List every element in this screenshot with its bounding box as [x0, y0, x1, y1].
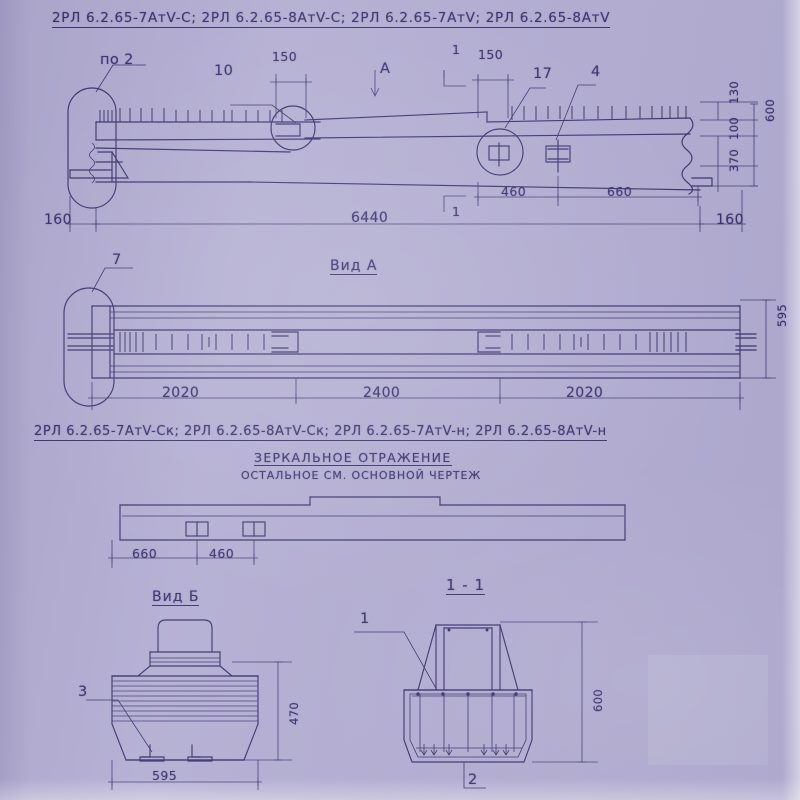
dim-600-section: 600 [591, 688, 605, 712]
dim-2020-right: 2020 [566, 385, 604, 401]
view-b-title: Вид Б [152, 589, 200, 606]
dim-2400: 2400 [363, 385, 401, 401]
callout-4: 4 [591, 64, 601, 80]
dim-160-right: 160 [716, 212, 744, 228]
scan-light-patch [648, 655, 768, 765]
view-a-geometry [63, 267, 776, 410]
dim-mirror-660: 660 [132, 546, 158, 561]
dim-2020-left: 2020 [162, 385, 200, 401]
callout-17: 17 [533, 66, 553, 82]
callout-2-section: 2 [468, 772, 478, 788]
dim-150-left: 150 [272, 49, 298, 64]
section-1-1-geometry [354, 621, 598, 789]
dim-595-plan: 595 [775, 303, 789, 327]
mirror-note-subcaption: ОСТАЛЬНОЕ СМ. ОСНОВНОЙ ЧЕРТЕЖ [241, 469, 482, 482]
section-mark-1-top: 1 [452, 42, 461, 57]
dim-130: 130 [727, 80, 741, 104]
dim-160-left: 160 [44, 212, 72, 228]
dim-150-right: 150 [478, 47, 504, 62]
callout-1-section: 1 [360, 611, 370, 627]
title-top: 2РЛ 6.2.65-7АтV-С; 2РЛ 6.2.65-8АтV-С; 2Р… [52, 10, 611, 28]
callout-10: 10 [214, 63, 234, 79]
section-mark-1-bottom: 1 [452, 204, 461, 219]
dim-470: 470 [287, 701, 301, 725]
section-mark-a: A [380, 61, 391, 77]
callout-3: 3 [78, 684, 88, 700]
main-elevation-geometry [66, 64, 758, 232]
view-b-geometry [86, 619, 292, 790]
dim-600-elevation: 600 [763, 98, 777, 122]
dim-370: 370 [727, 148, 741, 172]
dim-6440: 6440 [351, 210, 389, 226]
dim-660: 660 [607, 184, 633, 199]
dim-460: 460 [501, 184, 527, 199]
callout-7: 7 [112, 252, 122, 268]
section-1-1-title: 1 - 1 [446, 576, 486, 595]
view-a-title: Вид А [330, 258, 378, 275]
mirror-note-caption: ЗЕРКАЛЬНОЕ ОТРАЖЕНИЕ [254, 450, 452, 466]
mirror-plan-geometry [108, 496, 626, 568]
dim-mirror-460: 460 [209, 546, 235, 561]
dim-595-view-b: 595 [152, 768, 178, 783]
callout-po-2: по 2 [100, 52, 134, 68]
dim-100: 100 [727, 116, 741, 140]
title-mirror: 2РЛ 6.2.65-7АтV-Ск; 2РЛ 6.2.65-8АтV-Ск; … [34, 424, 607, 441]
